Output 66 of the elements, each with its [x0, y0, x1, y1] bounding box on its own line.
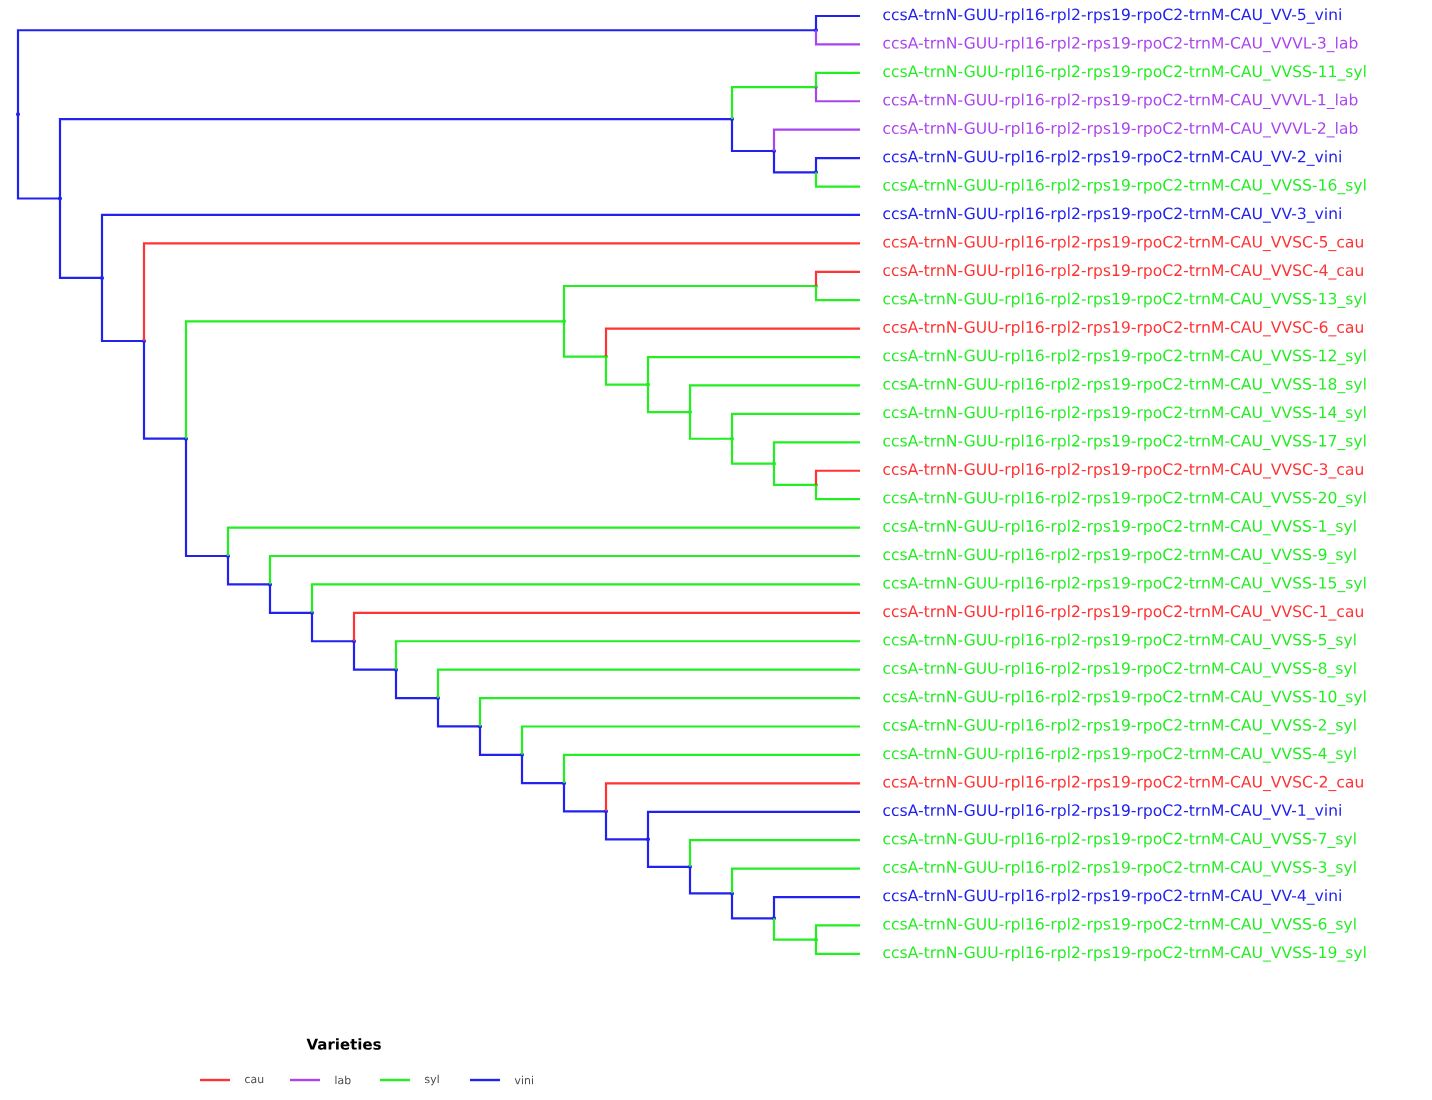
branch-line — [394, 640, 860, 670]
branch-line — [268, 584, 312, 614]
branch-line — [688, 866, 732, 895]
branch-line — [562, 753, 860, 784]
branch-line — [184, 438, 228, 558]
branch-line — [730, 85, 816, 120]
branch-line — [814, 71, 860, 88]
branch-line — [646, 839, 690, 868]
branch-line — [520, 754, 564, 785]
branch-line — [352, 611, 860, 642]
branch-line — [310, 583, 860, 613]
branch-line — [688, 839, 860, 867]
branch-line — [562, 321, 606, 358]
branch-line — [520, 725, 860, 755]
branch-line — [604, 811, 648, 841]
branch-line — [730, 119, 774, 153]
branch-line — [688, 412, 732, 440]
branch-line — [226, 556, 270, 586]
branch-line — [184, 320, 564, 439]
branch-line — [814, 157, 860, 173]
branch-line — [16, 114, 60, 200]
branch-line — [814, 270, 860, 286]
branch-line — [352, 641, 396, 671]
branch-line — [604, 327, 860, 357]
branch-line — [646, 384, 690, 414]
branch-line — [814, 286, 860, 302]
branch-line — [772, 463, 816, 487]
branch-line — [814, 939, 860, 955]
branch-line — [604, 356, 648, 386]
branch-line — [730, 867, 860, 894]
branch-line — [814, 14, 860, 31]
branch-line — [772, 151, 816, 174]
branch-line — [688, 384, 860, 413]
branch-line — [772, 441, 860, 464]
branch-line — [730, 893, 774, 920]
branch-line — [16, 29, 816, 115]
branch-line — [646, 355, 860, 385]
branch-line — [478, 697, 860, 727]
branch-line — [58, 117, 732, 199]
branch-line — [100, 213, 860, 278]
branch-line — [562, 284, 816, 322]
branch-line — [310, 612, 354, 643]
branch-line — [58, 198, 102, 280]
branch-line — [772, 128, 860, 151]
branch-line — [142, 341, 186, 440]
branch-line — [436, 698, 480, 728]
branch-line — [142, 242, 860, 341]
branch-line — [772, 918, 816, 941]
branch-line — [730, 412, 860, 439]
branch-line — [226, 526, 860, 556]
branch-line — [436, 668, 860, 699]
branch-line — [814, 87, 860, 103]
branch-line — [730, 438, 774, 465]
branch-line — [772, 895, 860, 919]
branch-line — [478, 726, 522, 756]
branch-line — [604, 782, 860, 812]
branch-line — [562, 783, 606, 813]
branch-line — [646, 810, 860, 840]
branch-line — [814, 924, 860, 940]
branch-line — [814, 30, 860, 46]
branch-line — [268, 554, 860, 585]
branch-line — [100, 277, 144, 343]
branch-line — [814, 172, 860, 188]
branch-line — [814, 484, 860, 501]
branch-line — [394, 669, 438, 700]
branch-line — [814, 469, 860, 485]
